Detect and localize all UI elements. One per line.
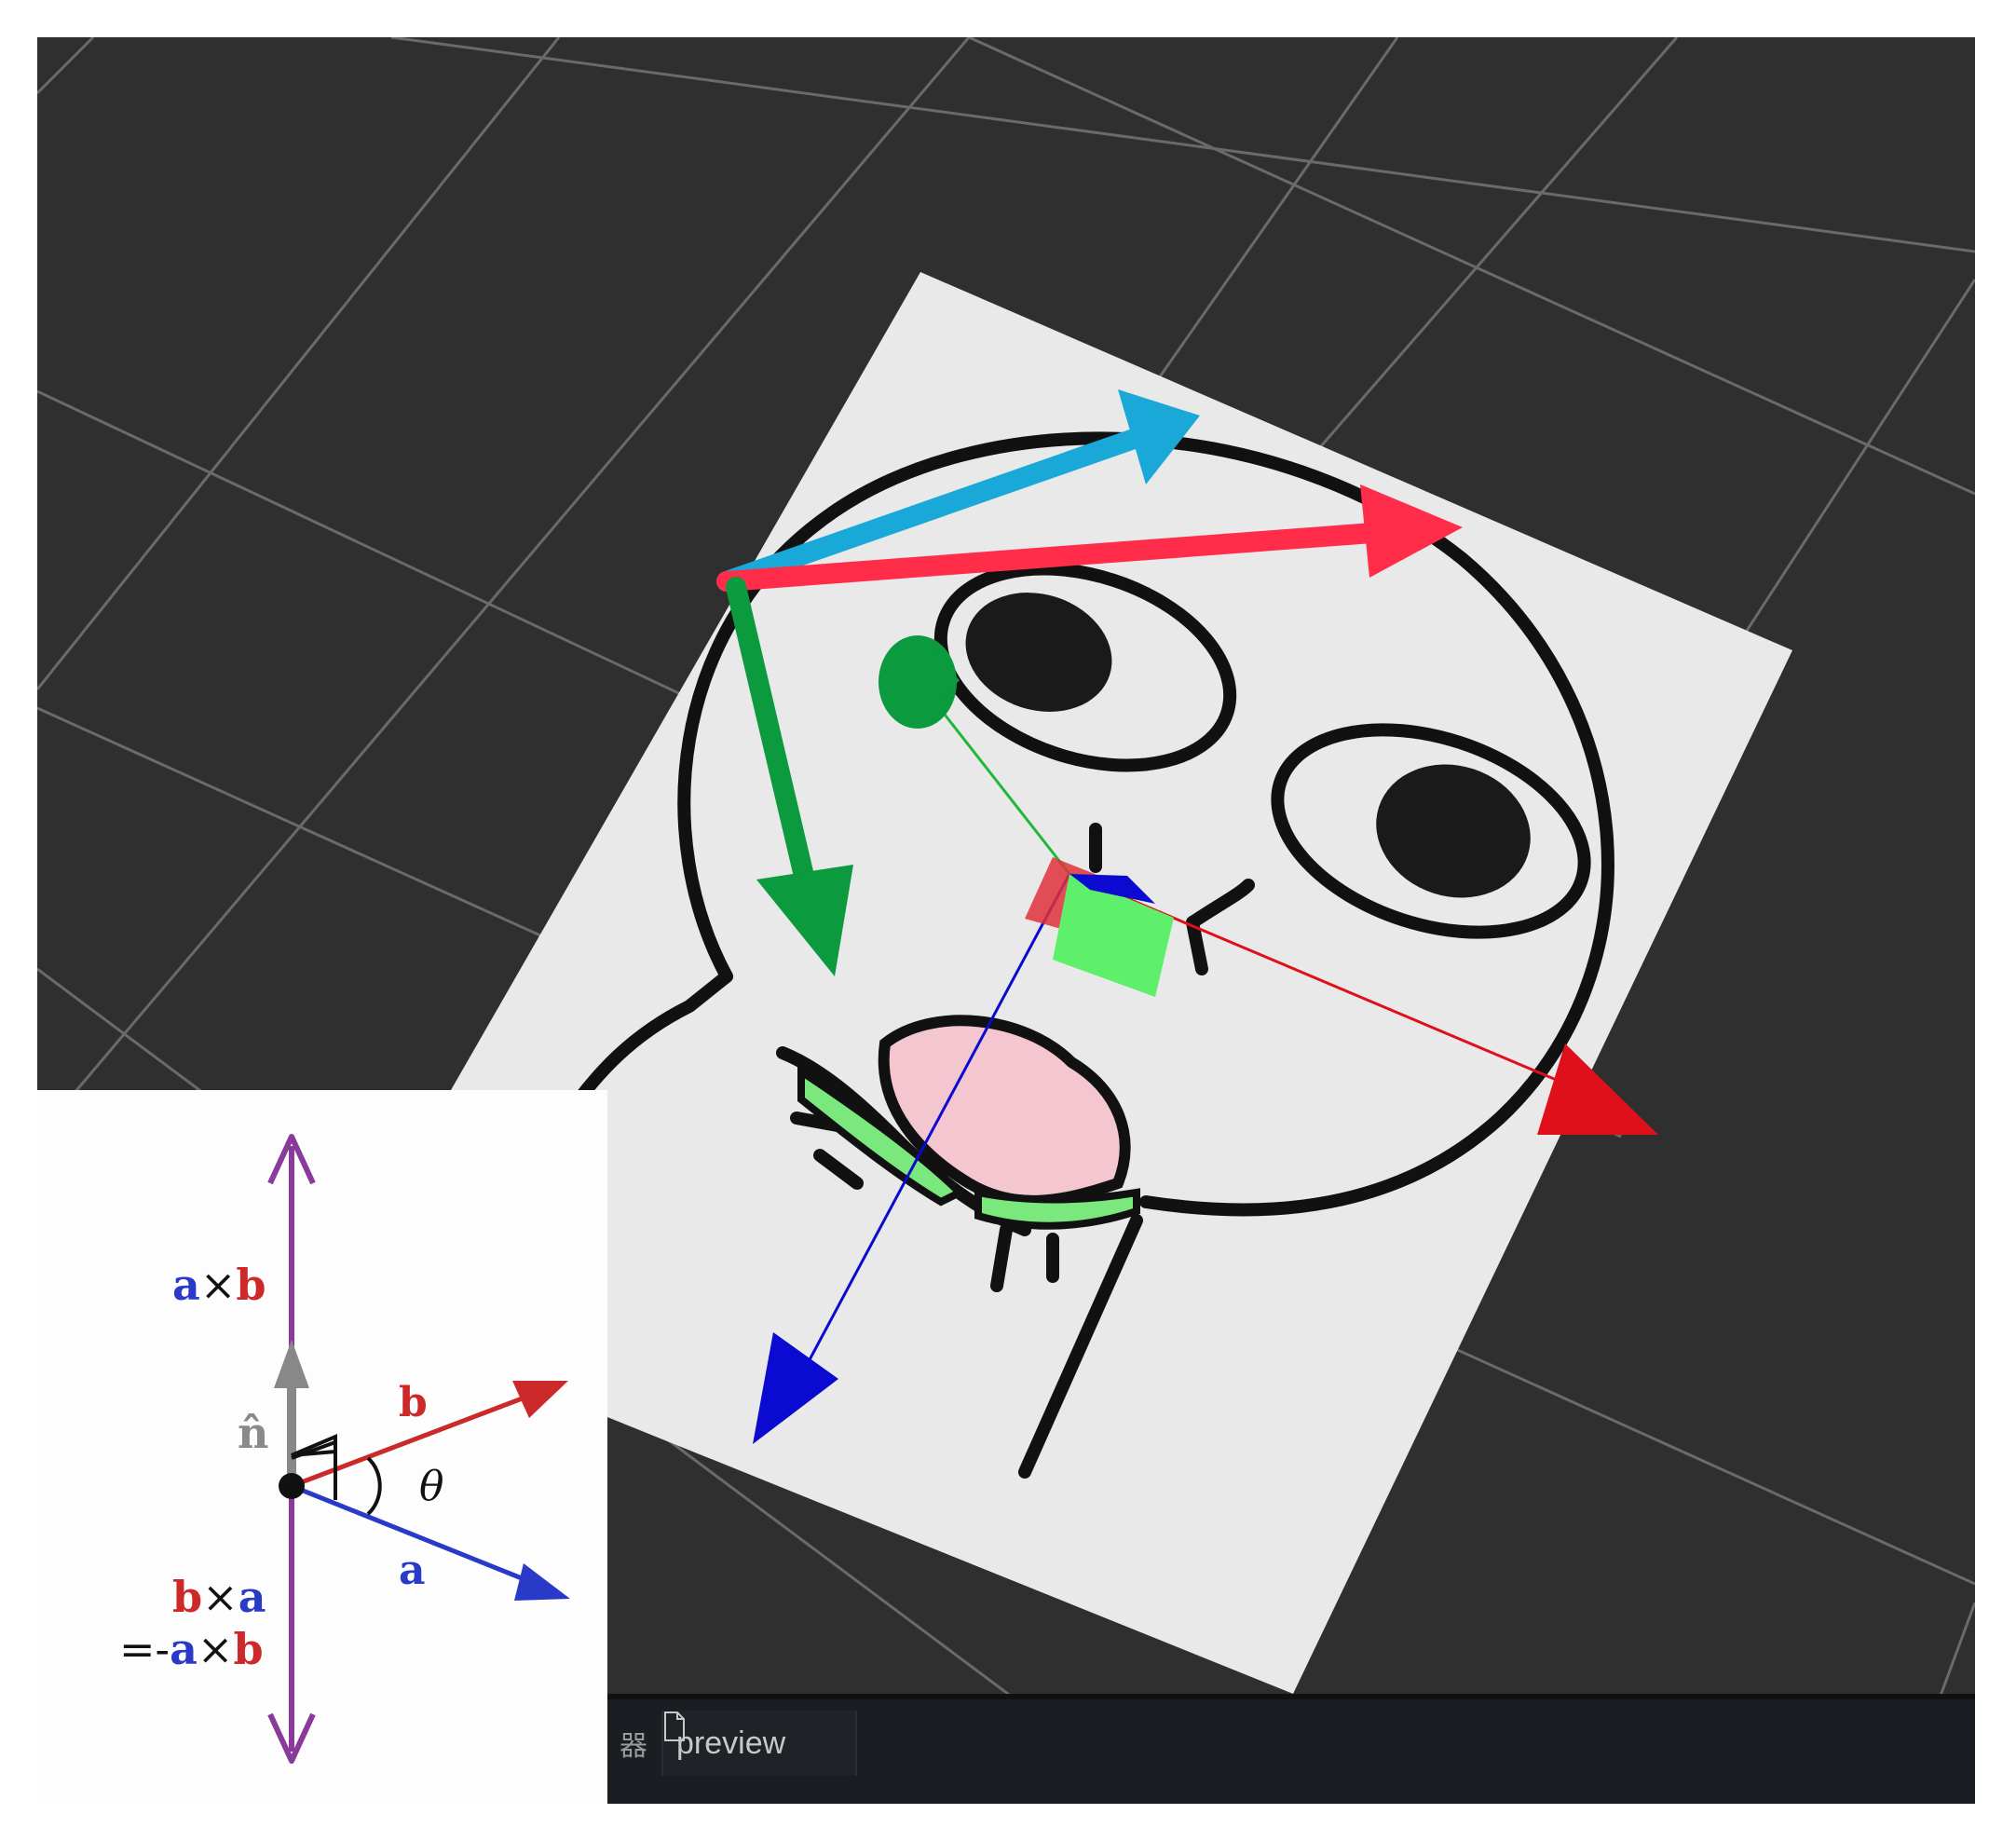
tab-label: preview: [676, 1725, 786, 1761]
transform-gizmo[interactable]: [753, 635, 1658, 1444]
angle-markers: [291, 1433, 382, 1516]
theta-label: θ: [419, 1463, 444, 1510]
origin-dot: [279, 1473, 305, 1499]
cross-product-diagram: a×b n̂ b θ a b×a =-a×b: [37, 1090, 607, 1804]
eyes: [965, 593, 1531, 898]
image-card: [328, 272, 1792, 1694]
red-vector-arrow: [716, 521, 1408, 592]
gizmo-plane-xy[interactable]: [1053, 874, 1174, 997]
b-vector-label: b: [399, 1379, 428, 1426]
gizmo-plane-yz[interactable]: [1069, 874, 1155, 904]
teeth-lower: [797, 1064, 1140, 1230]
n-hat-label: n̂: [238, 1408, 268, 1458]
b-cross-a-label: b×a: [172, 1572, 266, 1622]
vector-a-arrow: [291, 1483, 570, 1601]
a-cross-b-label: a×b: [172, 1260, 266, 1310]
tongue: [878, 1015, 1131, 1207]
file-icon: [664, 1711, 685, 1741]
cyan-vector-arrow: [716, 428, 1147, 592]
gizmo-axis-z-handle[interactable]: [753, 1332, 838, 1444]
gizmo-axis-x-handle[interactable]: [1537, 1043, 1658, 1135]
tab-partial[interactable]: 器: [620, 1730, 647, 1763]
neg-a-cross-b-label: =-a×b: [119, 1624, 264, 1674]
tab-preview[interactable]: preview: [661, 1711, 857, 1776]
vector-arrows: [716, 389, 1463, 976]
a-vector-label: a: [399, 1547, 426, 1594]
green-vector-arrow: [726, 577, 821, 914]
n-hat-arrow: [274, 1340, 309, 1486]
scene-canvas: [37, 37, 1975, 1804]
